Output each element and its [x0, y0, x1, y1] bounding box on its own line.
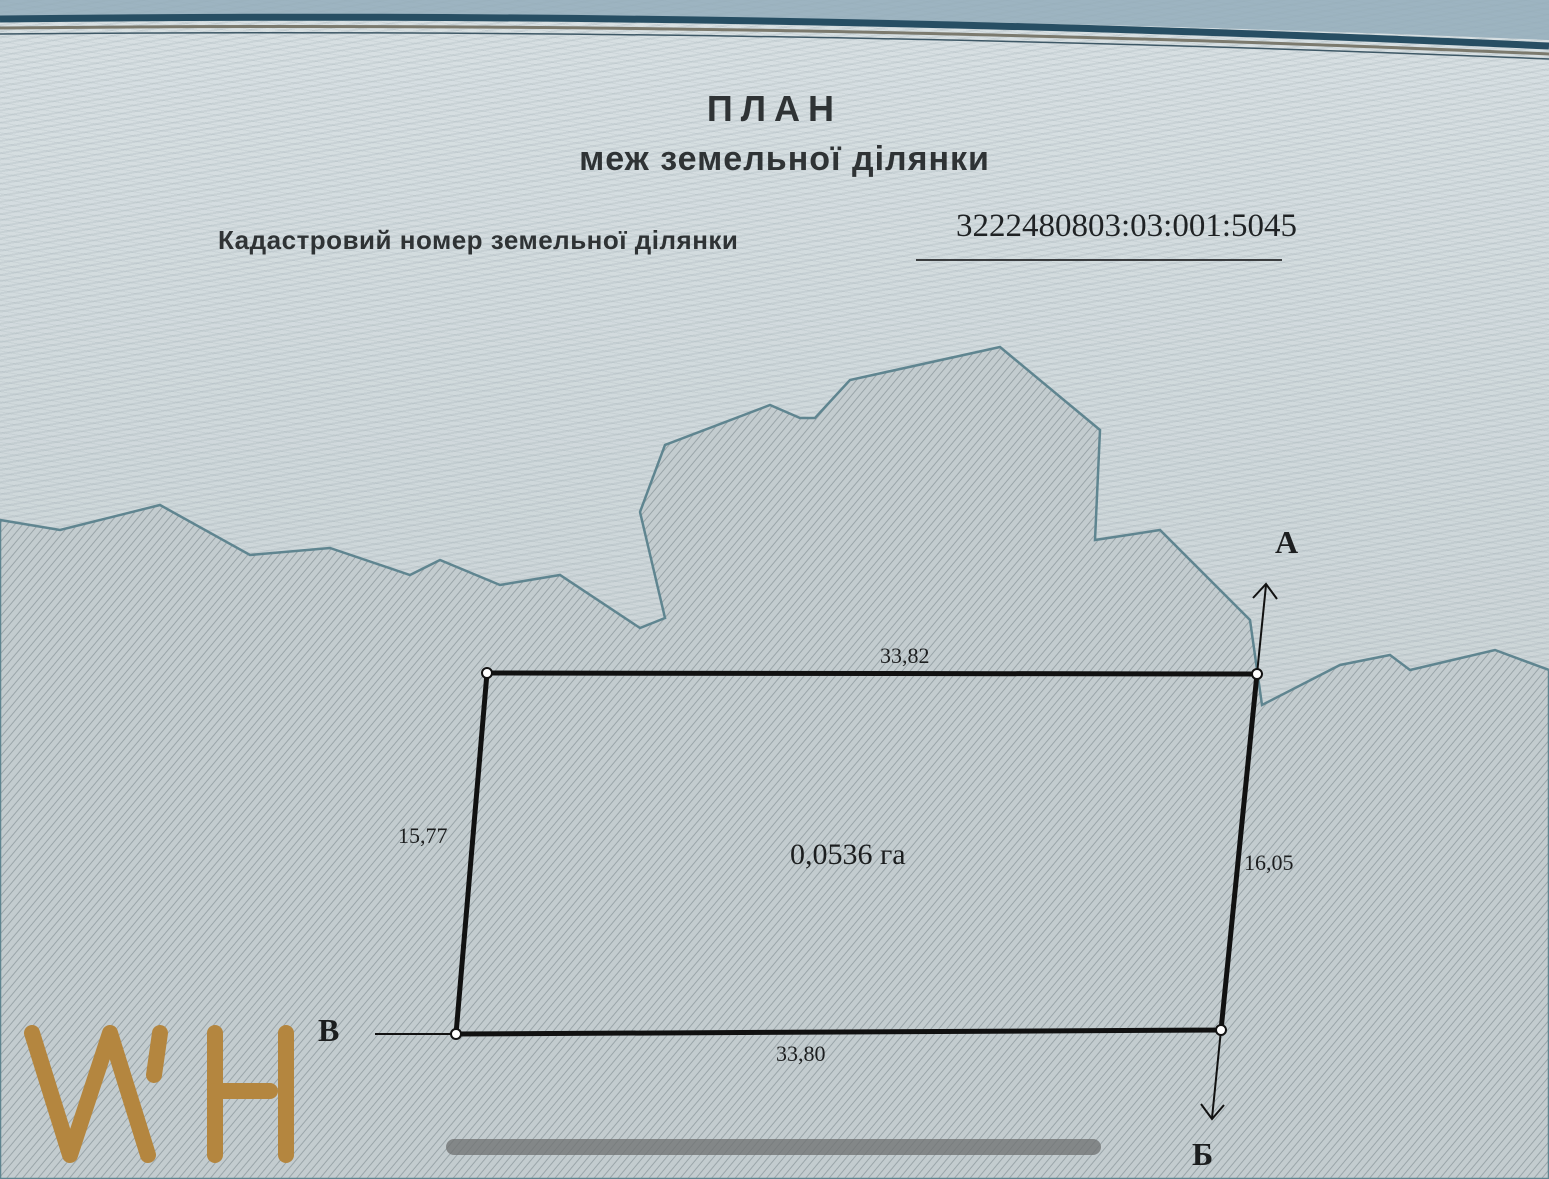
vertex-point — [1251, 668, 1263, 680]
plot-area-label: 0,0536 га — [790, 838, 906, 871]
side-length-left: 15,77 — [398, 823, 448, 848]
document-subtitle: меж земельної ділянки — [579, 140, 990, 178]
vertex-point — [1215, 1024, 1227, 1036]
side-length-top: 33,82 — [880, 643, 930, 668]
document-title: ПЛАН — [706, 88, 843, 129]
marker-v-label: В — [318, 1012, 340, 1048]
wh-logo-watermark — [24, 1025, 294, 1163]
cadastral-underline — [916, 259, 1282, 261]
marker-b-label: Б — [1192, 1136, 1214, 1172]
marker-a-label: А — [1275, 524, 1299, 560]
home-indicator-bar[interactable] — [446, 1139, 1101, 1155]
vertex-point — [450, 1028, 462, 1040]
decorative-border-band — [0, 0, 1549, 60]
side-length-right: 16,05 — [1244, 850, 1294, 875]
cadastral-number-label: Кадастровий номер земельної ділянки — [218, 225, 739, 255]
vertex-point — [481, 667, 493, 679]
cadastral-number-value: 3222480803:03:001:5045 — [956, 208, 1298, 244]
side-length-bottom: 33,80 — [776, 1041, 826, 1066]
